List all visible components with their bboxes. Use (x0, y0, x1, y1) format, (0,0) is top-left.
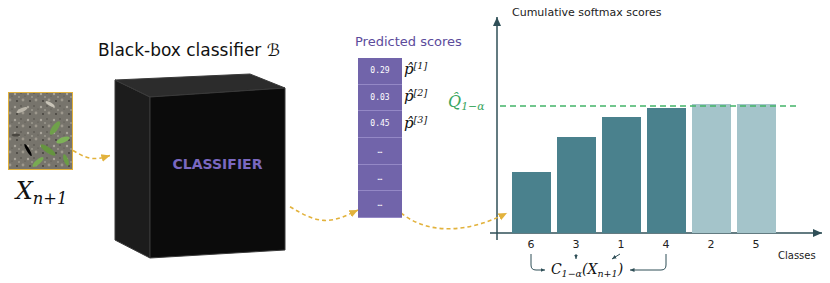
set-arrow (612, 254, 620, 259)
score-cell: … (358, 138, 402, 165)
quantile-symbol: Q̂1−α (448, 93, 485, 113)
score-symbol: p̂[2] (404, 88, 427, 106)
text-part: p̂ (404, 87, 414, 105)
stone (45, 100, 55, 108)
score-cell: 0.45 (358, 111, 402, 138)
bar (647, 108, 686, 233)
input-image: Xn+1 (8, 92, 73, 170)
soil-photo (8, 92, 73, 170)
text-part: n+1 (33, 189, 68, 208)
stone (23, 143, 33, 157)
bar (737, 104, 776, 233)
soil-texture (8, 92, 73, 170)
class-tick: 3 (573, 239, 580, 252)
score-cell: 0.29 (358, 58, 402, 85)
quantile-line (500, 105, 800, 107)
cube-front (150, 88, 285, 258)
prediction-set: C1−α(Xn+1) (551, 261, 623, 278)
set-arrow (576, 254, 577, 259)
text-part: X (16, 177, 33, 205)
bar (557, 137, 596, 233)
score-symbol: p̂[1] (404, 61, 427, 79)
score-cell: … (358, 191, 402, 218)
score-column: Predicted scores0.290.030.45……… (358, 58, 398, 218)
leaf (39, 143, 57, 158)
text-part: 1−α (562, 268, 582, 279)
bar (512, 172, 551, 233)
text-part: n+1 (597, 268, 617, 279)
score-value: … (358, 165, 402, 191)
flow-arrow (401, 213, 507, 229)
input-variable: Xn+1 (0, 178, 86, 207)
score-value: … (358, 191, 402, 217)
classifier-cube: Black-box classifier ℬCLASSIFIER (110, 70, 290, 260)
classifier-label: CLASSIFIER (150, 156, 285, 172)
leaf (62, 154, 70, 167)
text-part: ) (618, 261, 623, 277)
cube-side (115, 80, 150, 258)
class-tick: 6 (528, 239, 535, 252)
set-arrow (630, 254, 666, 270)
leaf (56, 135, 71, 145)
flow-connector (73, 151, 110, 159)
y-axis (496, 17, 498, 240)
text-part: [2] (414, 87, 428, 98)
leaf (31, 156, 45, 169)
score-cell: … (358, 165, 402, 192)
stone (16, 106, 29, 115)
text-part: p̂ (404, 60, 414, 78)
stone (12, 134, 20, 137)
text-part: [3] (414, 114, 428, 125)
text-part: p̂ (404, 114, 414, 132)
text-part: C (551, 261, 562, 277)
class-tick: 5 (753, 239, 760, 252)
score-value: 0.29 (358, 58, 402, 84)
bar (602, 117, 641, 233)
text-part: [1] (414, 60, 428, 71)
axis-name: Classes (778, 250, 816, 262)
axis-title: Cumulative softmax scores (512, 7, 661, 20)
set-arrow (531, 254, 545, 270)
class-tick: 2 (708, 239, 715, 252)
leaf (48, 120, 62, 137)
text-part: (X (582, 261, 597, 277)
score-value: 0.45 (358, 111, 402, 137)
class-tick: 1 (618, 239, 625, 252)
score-value: … (358, 138, 402, 164)
score-cell: 0.03 (358, 85, 402, 112)
bar (692, 104, 731, 233)
score-symbol: p̂[3] (404, 115, 427, 133)
text-part: Q̂ (448, 92, 461, 111)
score-value: 0.03 (358, 85, 402, 111)
column-title: Predicted scores (355, 35, 462, 50)
flow-connector (290, 207, 358, 221)
class-tick: 4 (663, 239, 670, 252)
classifier-title: Black-box classifier ℬ (98, 41, 280, 61)
text-part: 1−α (461, 100, 484, 113)
